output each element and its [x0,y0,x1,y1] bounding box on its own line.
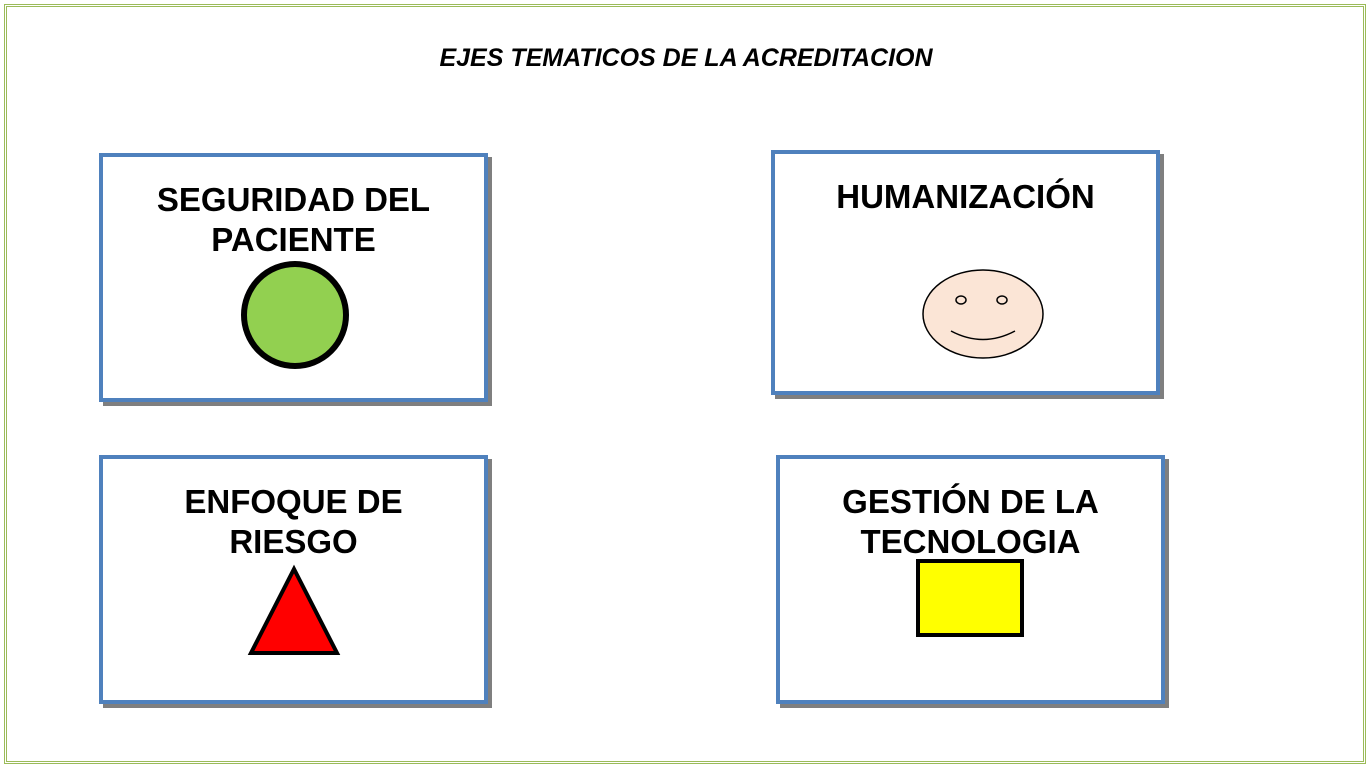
yellow-rectangle-icon [916,559,1024,637]
smiley-face-icon [922,269,1044,359]
page-title: EJES TEMATICOS DE LA ACREDITACION [439,44,933,72]
green-circle-icon [241,261,349,369]
card-label-line2: TECNOLOGIA [860,523,1081,560]
card-label-line2: PACIENTE [211,221,376,258]
card-label-line1: GESTIÓN DE LA [842,483,1099,520]
card-label-line1: SEGURIDAD DEL [156,181,431,218]
red-triangle-icon [247,564,341,655]
card-label-line1: HUMANIZACIÓN [836,178,1095,215]
card-enfoque-de-riesgo: ENFOQUE DE RIESGO [99,455,488,704]
card-humanizacion: HUMANIZACIÓN [771,150,1160,395]
card-seguridad-del-paciente: SEGURIDAD DEL PACIENTE [99,153,488,402]
card-label-line1: ENFOQUE DE [184,483,403,520]
card-label-line2: RIESGO [229,523,358,560]
card-gestion-de-la-tecnologia: GESTIÓN DE LA TECNOLOGIA [776,455,1165,704]
